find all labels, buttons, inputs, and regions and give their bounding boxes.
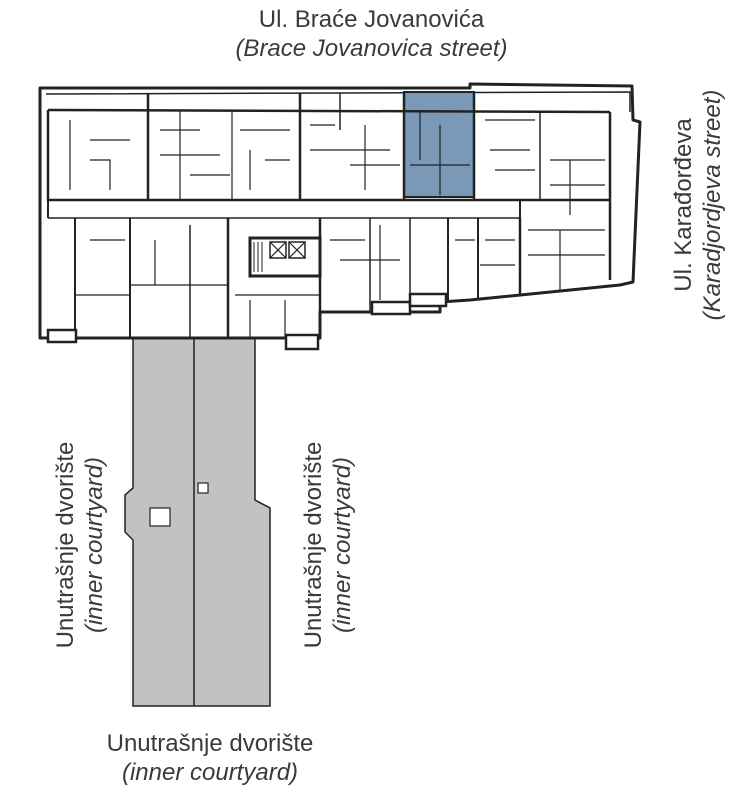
courtyard-label-bottom: Unutrašnje dvorište (inner courtyard) [0, 730, 420, 788]
street-name: Ul. Karađorđeva [670, 118, 697, 292]
street-name: Ul. Braće Jovanovića [258, 6, 485, 33]
street-translation: (Brace Jovanovica street) [235, 34, 508, 62]
street-label-karadjordjeva: Ul. Karađorđeva (Karadjordjeva street) [670, 45, 730, 365]
courtyard-area [124, 337, 271, 707]
courtyard-light-well-small [197, 482, 209, 494]
courtyard-translation: (inner courtyard) [121, 758, 299, 786]
courtyard-name: Unutrašnje dvorište [52, 441, 79, 649]
stair-core [248, 236, 322, 278]
courtyard-name: Unutrašnje dvorište [106, 730, 314, 757]
street-translation: (Karadjordjeva street) [698, 89, 726, 321]
interior-walls [46, 93, 612, 338]
courtyard-label-middle: Unutrašnje dvorište (inner courtyard) [300, 385, 360, 705]
courtyard-translation: (inner courtyard) [328, 456, 356, 634]
courtyard-translation: (inner courtyard) [80, 456, 108, 634]
balconies [46, 292, 448, 351]
courtyard-label-left: Unutrašnje dvorište (inner courtyard) [52, 385, 112, 705]
street-label-brace-jovanovica: Ul. Braće Jovanovića (Brace Jovanovica s… [0, 6, 743, 64]
courtyard-light-well [149, 507, 171, 527]
courtyard-name: Unutrašnje dvorište [300, 441, 327, 649]
highlighted-apartment[interactable] [403, 91, 475, 198]
